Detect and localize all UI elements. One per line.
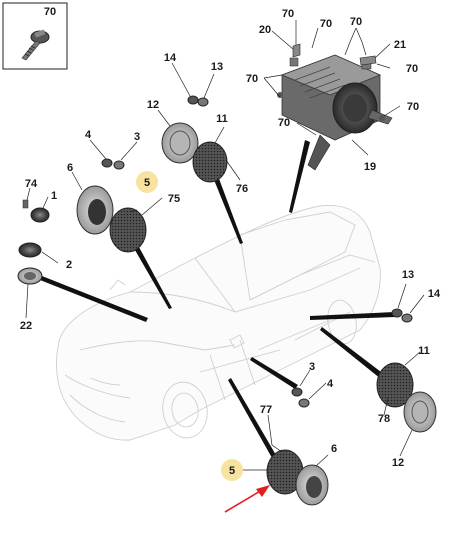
callout: 6: [331, 443, 337, 455]
leader-wedges: [40, 140, 395, 465]
callout: 3: [134, 131, 140, 143]
highlight-5-top: [136, 171, 158, 193]
callout: 78: [378, 413, 390, 425]
callout: 22: [20, 320, 32, 332]
speaker-5-left: [109, 207, 147, 253]
callout: 1: [51, 190, 57, 202]
callout: 70: [350, 16, 362, 28]
nut-3-4-bottom: [291, 387, 310, 408]
tweeter-1: [30, 207, 50, 223]
callout: 5: [144, 177, 150, 189]
nut-14-top: [187, 95, 209, 107]
callout: 4: [327, 378, 334, 390]
nut-13-right: [391, 308, 413, 323]
inset-callout: 70: [44, 6, 56, 18]
callout: 70: [278, 117, 290, 129]
callout: 11: [216, 113, 228, 125]
speaker-12-top: [161, 122, 199, 164]
callout: 6: [67, 162, 73, 174]
screw-74: [22, 199, 29, 209]
callout: 75: [168, 193, 180, 205]
callout: 13: [402, 269, 414, 281]
callout: 3: [309, 361, 315, 373]
callout: 70: [406, 63, 418, 75]
subwoofer-amplifier: [277, 54, 393, 171]
car-outline: [56, 204, 381, 441]
callout: 11: [418, 345, 430, 357]
tweeter-base-2: [18, 242, 42, 258]
callout: 19: [364, 161, 376, 173]
callout: 70: [407, 101, 419, 113]
callout: 70: [320, 18, 332, 30]
inset-box: 70: [2, 2, 68, 70]
leader-lines: [25, 20, 425, 471]
tweeter-22: [17, 267, 43, 285]
callout: 74: [25, 178, 38, 190]
speaker-6-left: [76, 185, 114, 235]
callout: 2: [66, 259, 72, 271]
callout: 12: [392, 457, 404, 469]
highlight-5-bottom: [221, 459, 243, 481]
callout: 5: [229, 465, 235, 477]
callout: 21: [394, 39, 406, 51]
callout: 20: [259, 24, 271, 36]
speaker-12-right: [403, 391, 437, 433]
callout: 12: [147, 99, 159, 111]
bracket-20: [292, 43, 301, 58]
callout: 13: [211, 61, 223, 73]
nut-3-4-top: [101, 158, 125, 170]
screw-icon: [21, 29, 50, 61]
bracket-21: [359, 55, 377, 66]
callout-labels: 70 70 70 20 21 70 70 70 70 19 14 13 12 1…: [20, 8, 441, 477]
red-arrow-icon: [224, 485, 270, 513]
callout: 4: [85, 129, 92, 141]
callout: 70: [282, 8, 294, 20]
callout: 76: [236, 183, 248, 195]
speaker-11-right: [376, 362, 414, 408]
callout: 70: [246, 73, 258, 85]
speaker-11-top: [192, 141, 228, 183]
callout: 14: [164, 52, 177, 64]
speaker-6-bottom: [295, 464, 329, 506]
callout: 14: [428, 288, 441, 300]
callout: 77: [260, 404, 272, 416]
